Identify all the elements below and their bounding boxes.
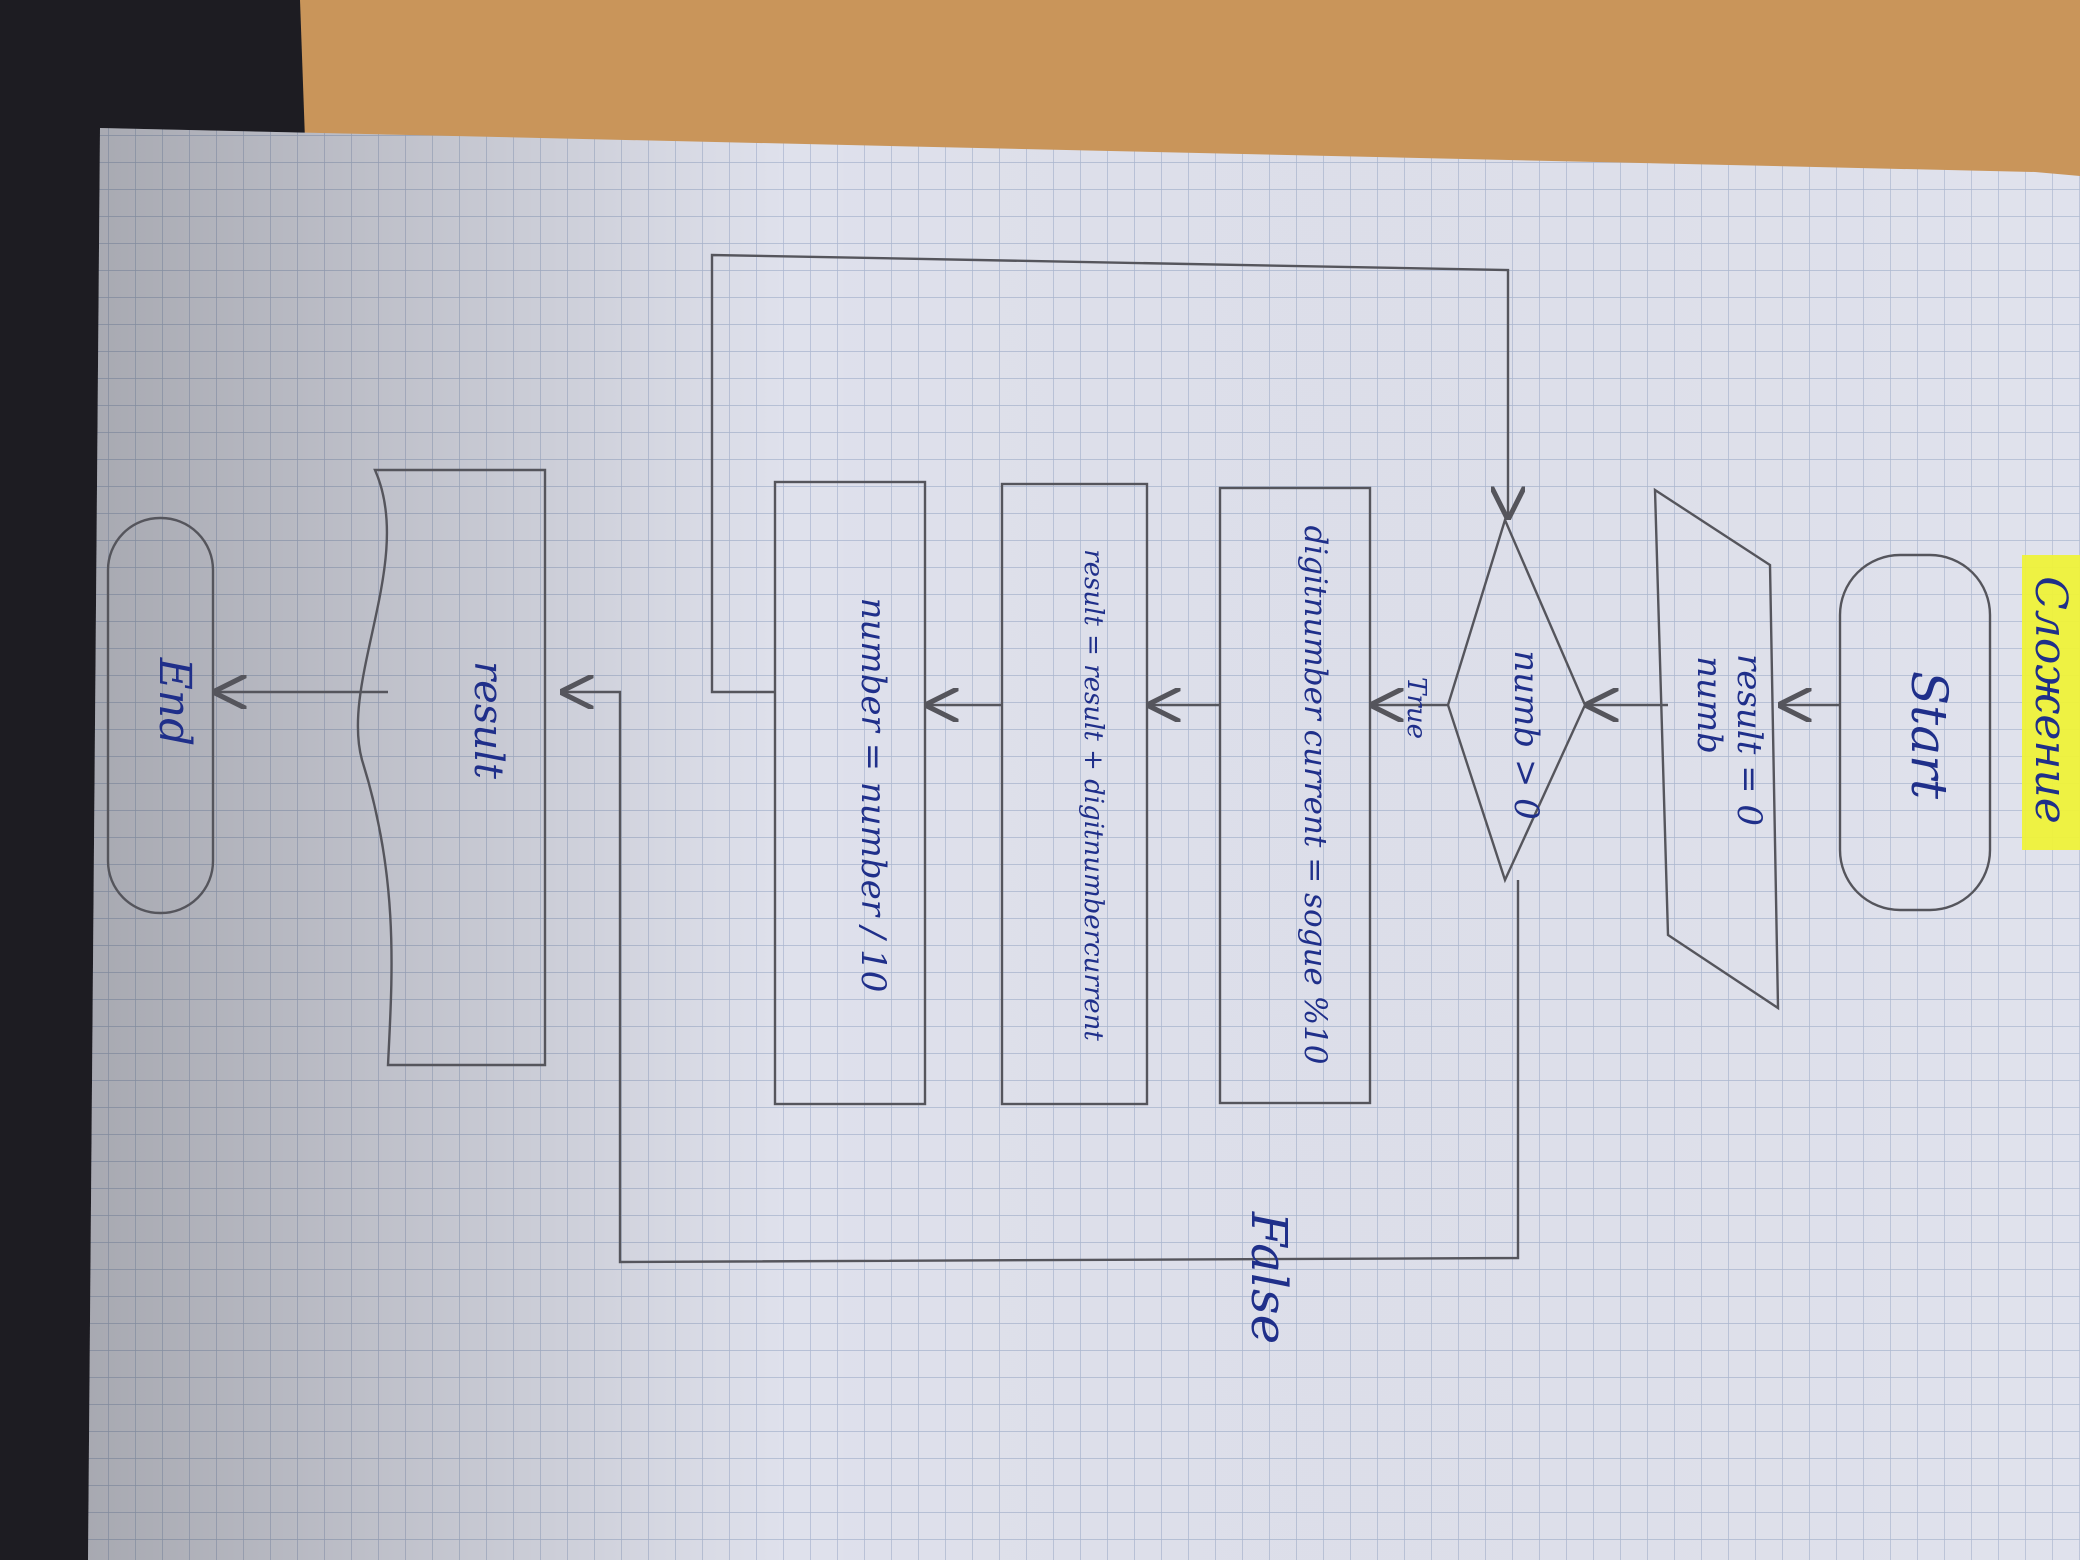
- loop-back-arrow: [710, 253, 1508, 694]
- desk-surface: [300, 0, 2080, 210]
- step1-label: digitnumber current = sogue %10: [1297, 525, 1333, 1064]
- condition-label: numb > 0: [1506, 650, 1546, 820]
- input-label-2: numb: [1689, 656, 1729, 754]
- step2-label: result = result + digitnumbercurrent: [1078, 549, 1108, 1041]
- false-label: False: [1240, 1211, 1298, 1344]
- flowchart: [106, 253, 1992, 1264]
- input-parallelogram: [1653, 487, 1780, 1011]
- process-box-3: [773, 480, 927, 1106]
- input-label-1: result = 0: [1729, 654, 1769, 826]
- process-box-1: [1218, 486, 1372, 1105]
- true-label: True: [1401, 677, 1431, 739]
- output-document: [356, 468, 547, 1067]
- decision-diamond: [1446, 516, 1587, 884]
- title-highlight: [2022, 555, 2080, 850]
- step3-label: number = number / 10: [853, 598, 893, 993]
- notebook-page: [88, 128, 2080, 1560]
- start-terminal: [1838, 553, 1992, 912]
- diagram-title: Сложение: [2025, 576, 2076, 824]
- start-label: Start: [1900, 671, 1958, 800]
- false-branch-arrow: [560, 692, 1520, 1264]
- flowchart-labels: Start result = 0 numb numb > 0 True Fals…: [149, 525, 1958, 1344]
- process-box-2: [1000, 482, 1149, 1106]
- output-label: result: [465, 661, 511, 780]
- title-group: Сложение: [2022, 555, 2080, 850]
- end-terminal: [106, 516, 215, 915]
- end-label: End: [149, 657, 200, 747]
